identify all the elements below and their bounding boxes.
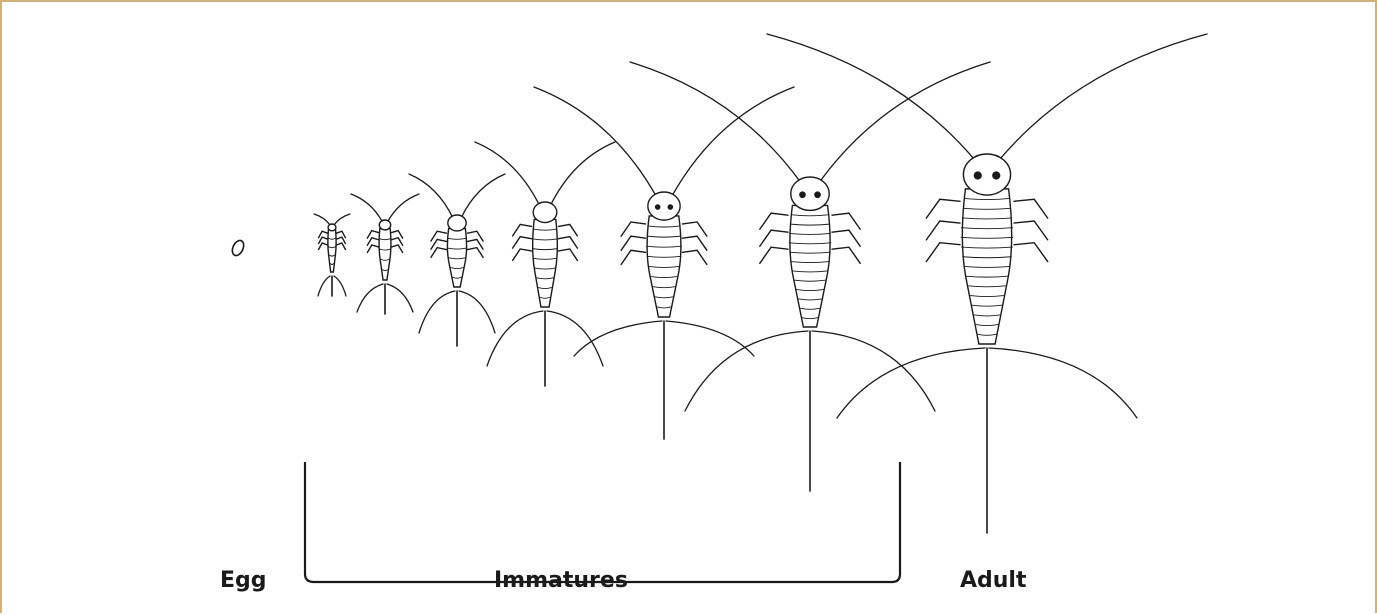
- immature-silverfish-icon-6: [630, 62, 990, 491]
- adult-label: Adult: [960, 568, 1027, 593]
- egg-label: Egg: [220, 568, 267, 593]
- adult-silverfish-icon: [767, 34, 1207, 533]
- immature-silverfish-icon-3: [409, 174, 505, 346]
- immature-silverfish-icon-2: [351, 194, 419, 314]
- immature-silverfish-icon-5: [534, 87, 794, 439]
- immatures-label: Immatures: [494, 568, 628, 593]
- immature-silverfish-icon-1: [314, 214, 350, 296]
- egg-icon: [230, 239, 246, 258]
